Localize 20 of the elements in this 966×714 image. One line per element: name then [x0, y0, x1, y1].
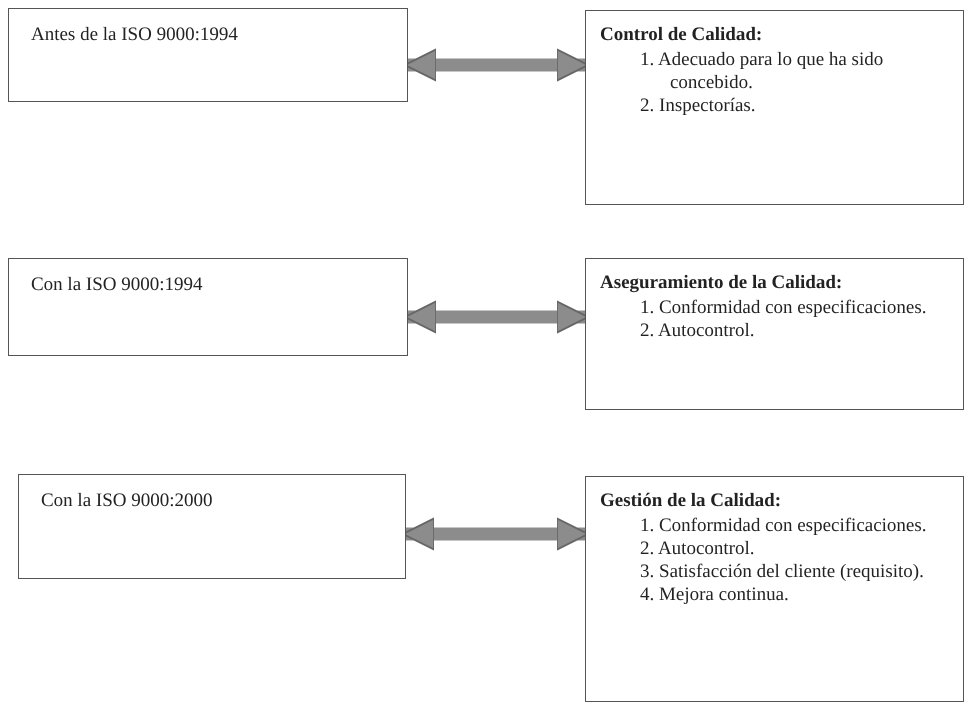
list-item: 1. Conformidad con especificaciones. [639, 514, 928, 537]
list-item: 2. Autocontrol. [639, 537, 756, 560]
box-heading: Gestión de la Calidad: [600, 489, 782, 512]
list-item: 1. Conformidad con especificaciones. [639, 296, 928, 319]
list-item: 2. Autocontrol. [639, 319, 756, 342]
list-box [585, 10, 964, 205]
box-text: Con la ISO 9000:1994 [31, 273, 204, 296]
list-item: 4. Mejora continua. [639, 583, 790, 606]
box-text: Antes de la ISO 9000:1994 [31, 23, 239, 46]
box-heading: Control de Calidad: [600, 23, 764, 46]
list-box [585, 258, 964, 410]
process-box [8, 258, 408, 356]
list-item: 3. Satisfacción del cliente (requisito). [639, 560, 925, 583]
box-text: Con la ISO 9000:2000 [41, 489, 214, 512]
list-item: 2. Inspectorías. [639, 94, 757, 117]
box-heading: Aseguramiento de la Calidad: [600, 271, 844, 294]
process-box [18, 474, 406, 579]
list-box [585, 476, 964, 702]
list-item: 1. Adecuado para lo que ha sido concebido. [639, 48, 884, 94]
process-box [8, 8, 408, 102]
